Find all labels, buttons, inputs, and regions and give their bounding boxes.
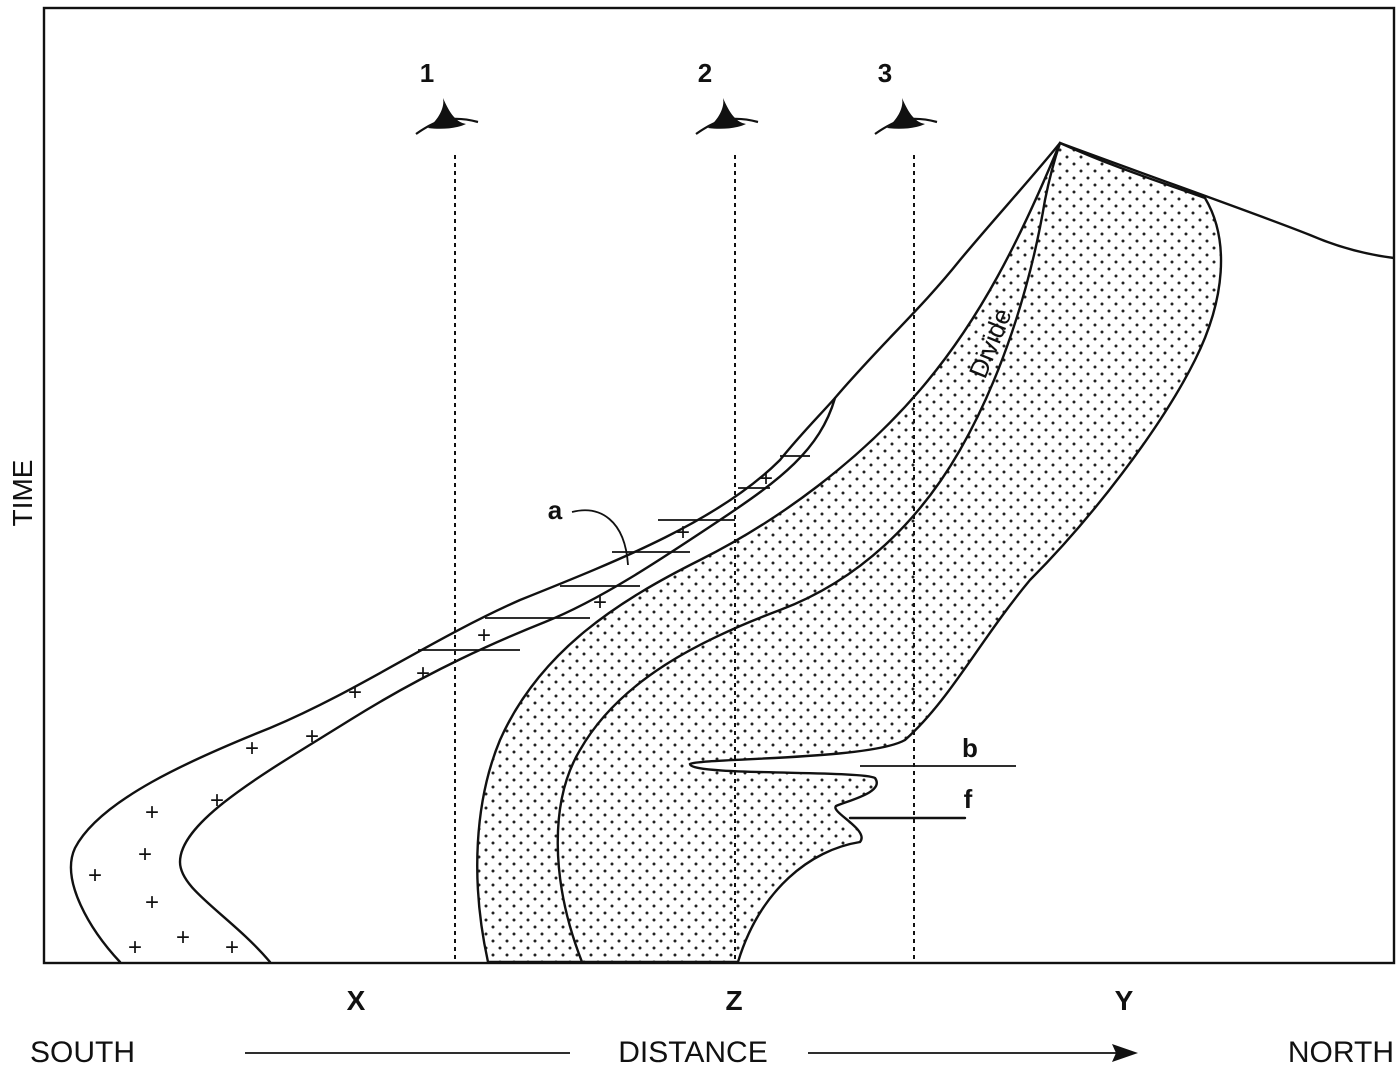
svg-text:+: +	[477, 622, 491, 649]
x-axis-label: DISTANCE	[618, 1036, 767, 1067]
eye-icon	[415, 98, 479, 135]
label-b: b	[962, 733, 978, 763]
marker-y: Y	[1115, 985, 1134, 1016]
svg-text:+: +	[416, 660, 430, 687]
hatch-lines	[418, 455, 810, 651]
svg-text:+: +	[145, 889, 159, 916]
svg-text:+: +	[128, 934, 142, 961]
svg-text:+: +	[348, 679, 362, 706]
ridge-line	[1058, 141, 1394, 260]
svg-text:+: +	[145, 799, 159, 826]
svg-text:+: +	[245, 735, 259, 762]
svg-text:+: +	[305, 723, 319, 750]
plus-unit-outer-boundary	[69, 141, 1062, 963]
y-axis-label: TIME	[7, 460, 38, 527]
svg-text:+: +	[138, 841, 152, 868]
observer-3-label: 3	[878, 58, 892, 88]
label-a: a	[548, 495, 563, 525]
arrow-right-icon	[808, 1044, 1138, 1062]
leader-line-a	[571, 509, 629, 566]
observer-2-label: 2	[698, 58, 712, 88]
stippled-unit	[476, 141, 1223, 963]
svg-text:+: +	[759, 465, 773, 492]
svg-text:+: +	[593, 589, 607, 616]
north-label: NORTH	[1288, 1036, 1394, 1067]
observer-1: 1	[415, 58, 479, 135]
plus-markers: + + + + + + + + + + + + + + + +	[88, 465, 773, 961]
divide-curve	[556, 141, 1062, 963]
eye-icon	[874, 98, 938, 135]
observer-2: 2	[695, 58, 759, 135]
svg-text:+: +	[210, 787, 224, 814]
svg-text:+: +	[225, 934, 239, 961]
marker-x: X	[347, 985, 366, 1016]
eye-icon	[695, 98, 759, 135]
observer-3: 3	[874, 58, 938, 135]
svg-text:+: +	[676, 519, 690, 546]
observer-1-label: 1	[420, 58, 434, 88]
label-f: f	[964, 784, 973, 814]
marker-z: Z	[725, 985, 742, 1016]
svg-text:+: +	[176, 924, 190, 951]
south-label: SOUTH	[30, 1036, 135, 1067]
svg-text:+: +	[88, 862, 102, 889]
